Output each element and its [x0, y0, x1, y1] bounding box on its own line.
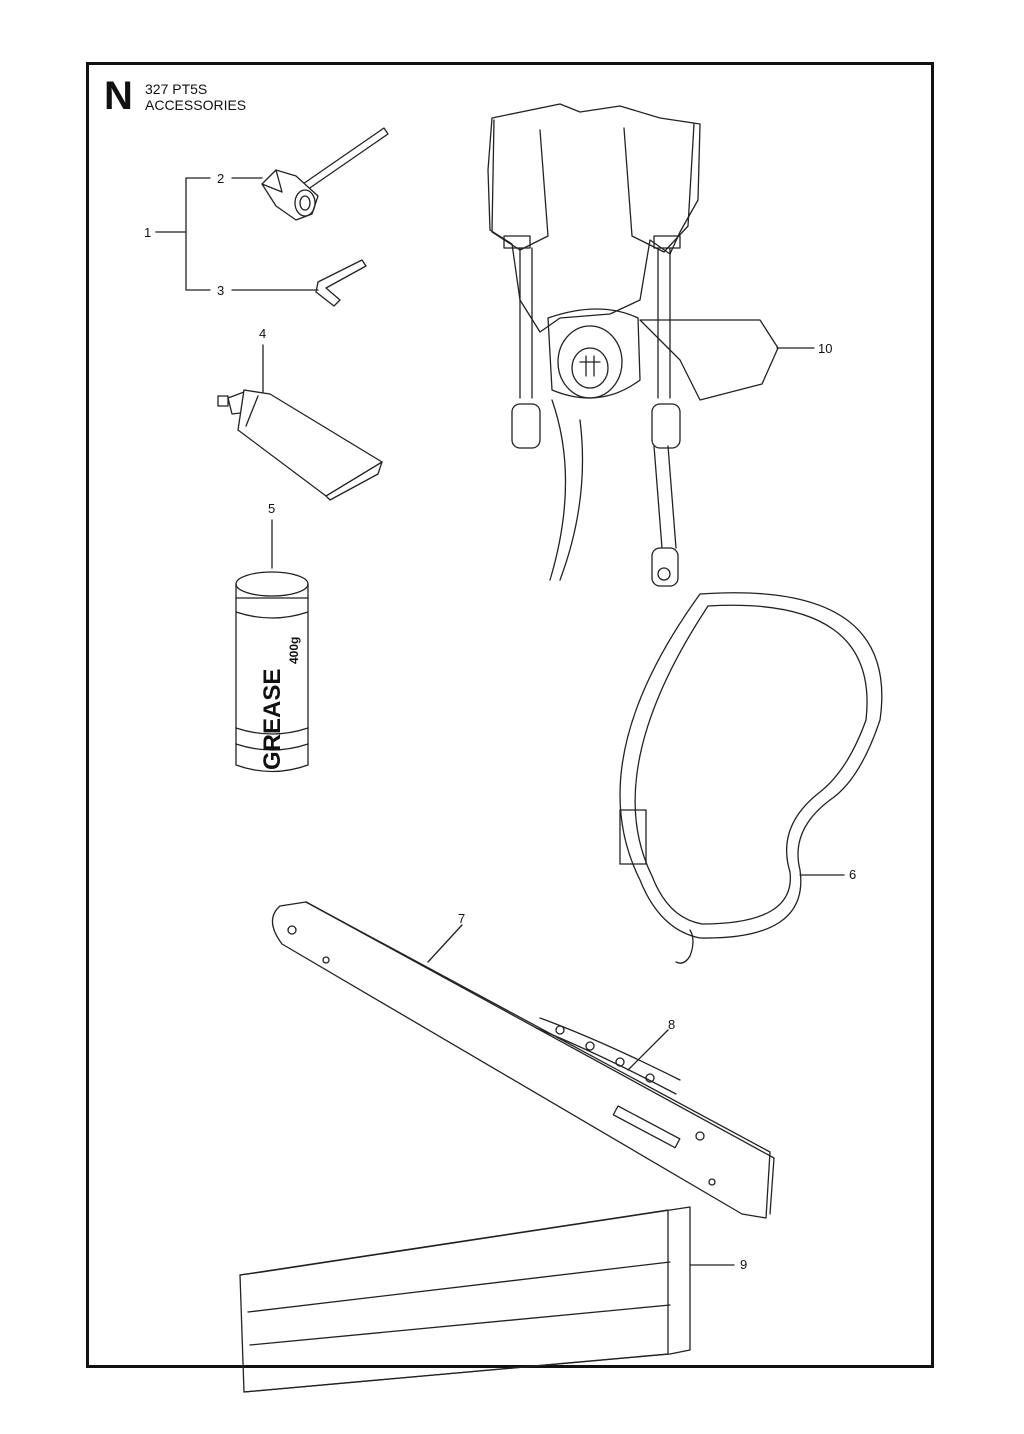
grease-label: GREASE	[259, 669, 286, 770]
bar-cover-drawing	[239, 1206, 691, 1393]
callout-7: 7	[458, 911, 466, 926]
callout-1: 1	[144, 225, 152, 240]
shoulder-strap-drawing	[619, 592, 883, 964]
callout-3: 3	[217, 283, 225, 298]
hex-key-drawing	[315, 259, 367, 307]
callout-4: 4	[259, 326, 267, 341]
model-name: 327 PT5S	[145, 81, 208, 97]
section-letter: N	[104, 74, 133, 118]
section-title: ACCESSORIES	[145, 97, 247, 113]
guide-bar-drawing	[271, 901, 775, 1219]
harness-drawing	[487, 103, 779, 587]
callout-5: 5	[268, 501, 276, 516]
leader-lines	[155, 177, 845, 1266]
combination-spanner-drawing	[261, 127, 389, 221]
callout-9: 9	[740, 1257, 748, 1272]
grease-weight: 400g	[287, 637, 301, 664]
callout-10: 10	[818, 341, 833, 356]
grease-cartridge-drawing	[235, 571, 309, 773]
saw-chain-drawing	[535, 1017, 681, 1095]
diagram-title: 327 PT5S ACCESSORIES	[145, 81, 246, 113]
callout-8: 8	[668, 1017, 676, 1032]
callout-2: 2	[217, 171, 225, 186]
grease-label-group: GREASE 400g	[259, 637, 301, 770]
callout-6: 6	[849, 867, 857, 882]
grease-tube-drawing	[217, 389, 383, 501]
diagram-frame	[86, 62, 934, 1368]
